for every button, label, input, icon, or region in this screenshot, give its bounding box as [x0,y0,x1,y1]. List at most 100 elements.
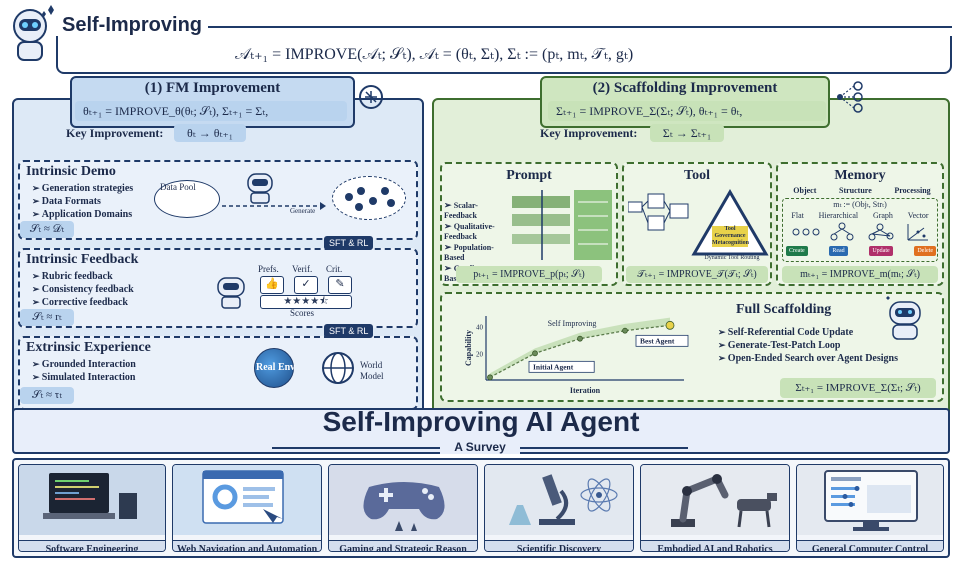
main-equation: 𝒜ₜ₊₁ = IMPROVE(𝒜ₜ; 𝒮ₜ), 𝒜ₜ = (θₜ, Σₜ), Σ… [235,46,634,63]
tool-triangle-label: Tool Governance Metacognition [712,226,749,247]
category-computer-control: General Computer Control [796,464,944,552]
scaffold-key-label: Key Improvement: [540,126,638,140]
full-scaffolding-list: Self-Referential Code Update Generate-Te… [718,326,898,365]
initial-agent-label-box [528,360,595,373]
fm-equation: θₜ₊₁ = IMPROVE_θ(θₜ; 𝒮ₜ), Σₜ₊₁ = Σₜ, [75,101,347,121]
list-item: Corrective feedback [32,296,134,309]
category-web-navigation: Web Navigation and Automation [172,464,322,552]
memory-inner-box [782,198,938,262]
memory-aspect: Object [793,186,817,195]
category-label: Web Navigation and Automation [173,540,321,551]
data-point [622,327,628,334]
best-agent-label-box [635,334,689,347]
fm-key-label: Key Improvement: [66,126,164,140]
y-tick-label: 20 [476,350,484,358]
tool-flow-graphic [627,192,690,249]
intrinsic-demo-title: Intrinsic Demo [26,164,116,179]
memory-ops: Create Read Update Delete [786,246,936,256]
memory-op-delete: Delete [914,246,936,256]
category-label: Software Engineering [19,540,165,551]
fm-title: (1) FM Improvement [144,80,281,96]
memory-kind: Flat [791,211,804,220]
memory-kind: Graph [872,211,893,220]
header-frame [56,36,952,74]
category-label: General Computer Control [797,540,943,551]
list-item: Data Formats [32,195,133,208]
y-tick-label: 40 [476,324,484,332]
survey-title: Self-Improving AI Agent [322,406,640,437]
generate-label: Generate [290,207,316,215]
y-axis-label: Capability [464,330,473,366]
sft-rl-tag: SFT & RL [324,236,374,250]
category-embodied-ai: Embodied AI and Robotics [640,464,790,552]
intrinsic-demo-condition: 𝒮ₜ ≈ 𝒟ₜ [20,221,74,238]
memory-aspect: Structure [839,186,872,195]
memory-op-create: Create [786,246,808,256]
monitor-dashboard-icon [797,465,943,535]
memory-kind: Vector [907,211,929,220]
verify-icon: ✓ [294,276,318,294]
category-gaming: Gaming and Strategic Reason [328,464,478,552]
world-model-icon [320,350,356,391]
brain-icon [356,82,386,117]
data-point [577,335,583,342]
extrinsic-experience-list: Grounded Interaction Simulated Interacti… [32,358,136,384]
list-item: Application Domains [32,208,133,221]
earth-globe-icon [254,348,294,388]
memory-formula: mₜ := (Objₜ, Strₜ) [833,200,887,209]
category-label: Scientific Discovery [485,540,633,551]
data-point [532,350,538,357]
list-item: Self-Referential Code Update [718,326,898,339]
thumbs-icon: 👍 [260,276,284,294]
tools-network-icon [832,80,866,119]
category-label: Gaming and Strategic Reason [329,540,477,551]
chart-title: Self Improving [548,319,597,328]
laptop-code-icon [19,465,165,535]
data-point [487,374,493,381]
prompt-title: Prompt [506,168,552,183]
extrinsic-experience-title: Extrinsic Experience [26,340,151,355]
initial-agent-label: Initial Agent [533,362,574,371]
robot-mascot-icon [8,4,60,64]
intrinsic-demo-list: Generation strategies Data Formats Appli… [32,182,133,221]
demo-robot-icon [240,170,280,211]
data-pool-label: Data Pool [160,182,196,192]
improvement-band [490,317,670,378]
scores-label: Scores [290,308,314,318]
list-item: Generation strategies [32,182,133,195]
robot-arm-icon [641,465,789,535]
tool-equation: 𝒯ₜ₊₁ = IMPROVE_𝒯(𝒯ₜ; 𝒮ₜ) [626,266,768,283]
star-rating: ★★★★⯪ [260,295,352,309]
fm-key-value: θₜ → θₜ₊₁ [174,124,246,142]
data-point [665,320,675,330]
categories-frame [12,458,950,558]
memory-structure-icons [784,222,936,247]
memory-op-read: Read [829,246,848,256]
full-scaffolding-equation: Σₜ₊₁ = IMPROVE_Σ(Σₜ; 𝒮ₜ) [780,378,936,398]
scaffold-title: (2) Scaffolding Improvement [592,80,778,96]
gamepad-icon [329,465,477,535]
list-item: Qualitative-Feedback [444,221,500,242]
scaffold-equation: Σₜ₊₁ = IMPROVE_Σ(Σₜ; 𝒮ₜ), θₜ₊₁ = θₜ, [548,101,826,121]
page-title: Self-Improving [62,14,203,36]
data-pool-graphic [154,180,220,218]
generate-arrow-icon [222,192,326,227]
list-item: Rubric feedback [32,270,134,283]
web-browser-icon [173,465,321,535]
sft-rl-tag: SFT & RL [324,324,374,338]
score-col-label: Prefs. [258,264,279,274]
tool-title: Tool [684,168,710,183]
full-scaffolding-title: Full Scaffolding [736,302,832,317]
real-env-label: Real Env [256,362,296,373]
feedback-robot-icon [214,270,248,315]
category-scientific-discovery: Scientific Discovery [484,464,634,552]
score-col-label: Crit. [326,264,343,274]
full-scaffolding-robot-icon [880,296,930,347]
intrinsic-feedback-condition: 𝒮ₜ ≈ rₜ [20,309,74,326]
world-model-label: World Model [360,360,384,381]
scaffold-key-value: Σₜ → Σₜ₊₁ [650,124,724,142]
memory-kind: Hierarchical [818,211,859,220]
generated-data-graphic [332,176,406,220]
category-label: Embodied AI and Robotics [641,540,789,551]
memory-equation: mₜ₊₁ = IMPROVE_m(mₜ; 𝒮ₜ) [782,266,938,283]
